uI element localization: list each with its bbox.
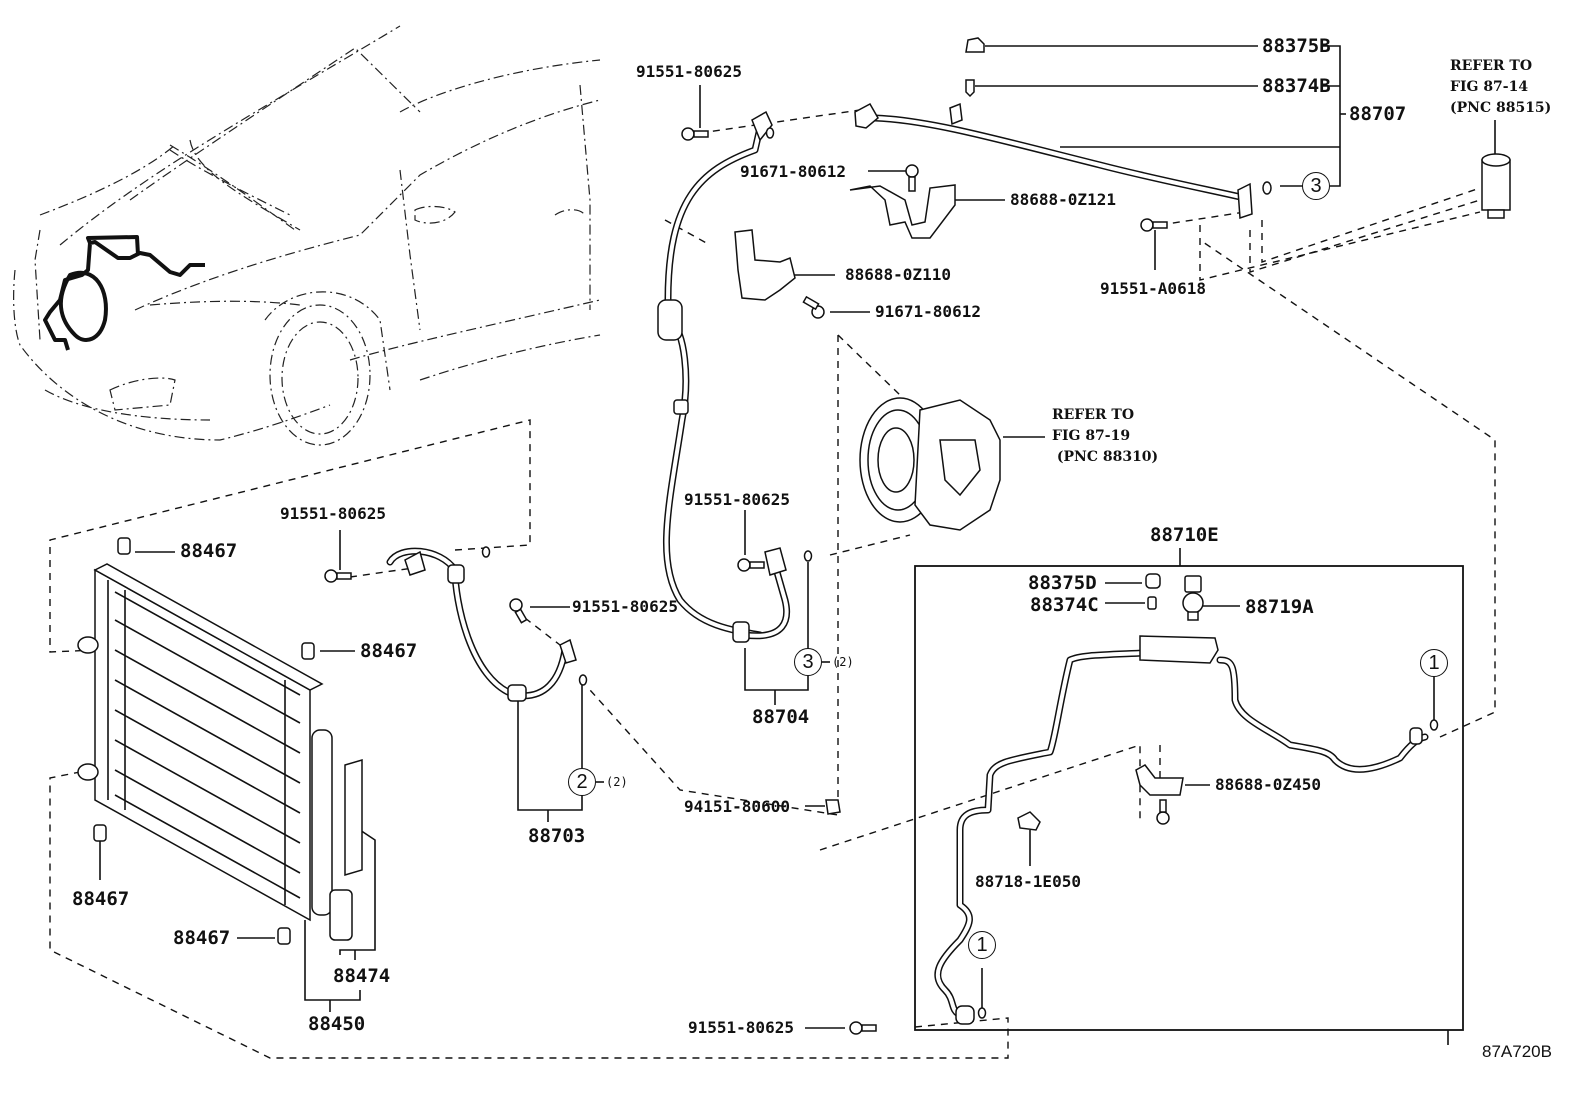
part-label-88688-0Z450: 88688-0Z450 <box>1215 775 1321 794</box>
part-label-88450: 88450 <box>308 1013 366 1035</box>
flange-icon <box>764 547 787 576</box>
dashed-connection-lines <box>49 109 1496 1059</box>
bolt-icon <box>802 295 825 319</box>
clamp-88718-1E050-icon <box>1017 811 1041 831</box>
bolt-icon <box>509 598 528 624</box>
bracket-88688-0Z121-icon <box>849 184 956 239</box>
flange-icon <box>1237 182 1253 220</box>
part-label-88467-top: 88467 <box>180 540 238 562</box>
vehicle-outline <box>13 25 601 446</box>
reference-line: REFER TO <box>1052 407 1135 423</box>
reference-line: (PNC 88515) <box>1450 100 1552 116</box>
o-ring-icon <box>803 550 813 562</box>
reference-line: REFER TO <box>1450 58 1533 74</box>
part-label-91551-80625-center: 91551-80625 <box>572 597 678 616</box>
pipe-block-icon <box>1139 635 1219 664</box>
o-ring-icon <box>977 1007 987 1019</box>
o-ring-icon <box>765 127 775 139</box>
condenser-icon <box>77 537 363 945</box>
nut-icon <box>825 799 841 815</box>
assembly-88710E-box <box>914 565 1464 1031</box>
bolt-icon <box>681 127 709 141</box>
part-label-88374C: 88374C <box>1030 594 1099 616</box>
bracket-88688-0Z110-icon <box>734 229 796 301</box>
bolt-icon <box>849 1021 877 1035</box>
bolt-icon <box>737 558 765 572</box>
part-label-88703: 88703 <box>528 825 586 847</box>
part-label-88704: 88704 <box>752 706 810 728</box>
callout-1-lower: 1 <box>968 931 996 959</box>
part-label-88375D: 88375D <box>1028 572 1097 594</box>
fitting-icon <box>1409 727 1423 745</box>
leader-lines <box>99 45 1496 1045</box>
callout-3-quantity: (2) <box>832 655 854 669</box>
part-glyphs <box>77 37 1511 1035</box>
part-label-91671-80612-mid: 91671-80612 <box>875 302 981 321</box>
callout-3-upper: 3 <box>1302 172 1330 200</box>
callout-2: 2 <box>568 768 596 796</box>
service-port-icon <box>949 102 963 126</box>
pressure-switch-88719A-icon <box>1182 575 1204 621</box>
reference-compressor: REFER TO FIG 87-19 (PNC 88310) <box>1052 405 1158 468</box>
callout-1-upper: 1 <box>1420 649 1448 677</box>
part-label-88474: 88474 <box>333 965 391 987</box>
hose-sleeve-icon <box>507 684 527 702</box>
part-label-88719A: 88719A <box>1245 596 1314 618</box>
part-label-91671-80612-top: 91671-80612 <box>740 162 846 181</box>
part-label-88374B: 88374B <box>1262 75 1331 97</box>
o-ring-icon <box>1429 719 1439 731</box>
part-label-88375B: 88375B <box>1262 35 1331 57</box>
reference-line: FIG 87-19 <box>1052 428 1131 444</box>
part-label-91551-80625-left: 91551-80625 <box>280 504 386 523</box>
flange-icon <box>854 102 879 129</box>
part-label-88707: 88707 <box>1349 103 1407 125</box>
callout-3-lower: 3 <box>794 648 822 676</box>
flange-icon <box>751 110 773 142</box>
bolt-icon <box>1156 799 1170 825</box>
flange-icon <box>559 638 577 664</box>
part-label-94151-80600: 94151-80600 <box>684 797 790 816</box>
part-label-88688-0Z121: 88688-0Z121 <box>1010 190 1116 209</box>
o-ring-icon <box>578 674 588 686</box>
cap-88375D-icon <box>1145 573 1161 589</box>
part-label-91551-80625-right: 91551-80625 <box>684 490 790 509</box>
figure-code: 87A720B <box>1482 1042 1552 1061</box>
reference-line: FIG 87-14 <box>1450 79 1529 95</box>
bracket-88688-0Z450-icon <box>1135 764 1184 796</box>
part-label-91551-A0618: 91551-A0618 <box>1100 279 1206 298</box>
bolt-icon <box>324 569 352 583</box>
flange-icon <box>404 550 426 576</box>
part-label-88467-right: 88467 <box>360 640 418 662</box>
fitting-icon <box>955 1005 975 1025</box>
part-label-91551-80625-top: 91551-80625 <box>636 62 742 81</box>
hose-sleeve-icon <box>447 564 465 584</box>
valve-core-88374C-icon <box>1147 596 1157 610</box>
valve-core-88374B-icon <box>965 79 975 98</box>
hose-sleeve-icon <box>732 621 750 643</box>
hose-sleeve-icon <box>657 299 683 341</box>
o-ring-icon <box>1262 181 1272 195</box>
expansion-valve-icon <box>1481 153 1511 219</box>
part-label-88467-left: 88467 <box>72 888 130 910</box>
reference-expansion-valve: REFER TO FIG 87-14 (PNC 88515) <box>1450 56 1551 119</box>
part-label-91551-80625-bottom: 91551-80625 <box>688 1018 794 1037</box>
cap-88375B-icon <box>965 37 985 53</box>
reference-line: (PNC 88310) <box>1052 449 1159 465</box>
wiring-harness <box>43 235 205 351</box>
bolt-icon <box>1140 218 1168 232</box>
callout-2-quantity: (2) <box>606 775 628 789</box>
part-label-88467-bottom: 88467 <box>173 927 231 949</box>
part-label-88688-0Z110: 88688-0Z110 <box>845 265 951 284</box>
o-ring-icon <box>481 546 491 558</box>
bolt-icon <box>905 164 919 192</box>
part-label-88718-1E050: 88718-1E050 <box>975 872 1081 891</box>
part-label-88710E: 88710E <box>1150 524 1219 546</box>
compressor-icon <box>859 397 1001 531</box>
hose-sleeve-icon <box>673 399 689 415</box>
